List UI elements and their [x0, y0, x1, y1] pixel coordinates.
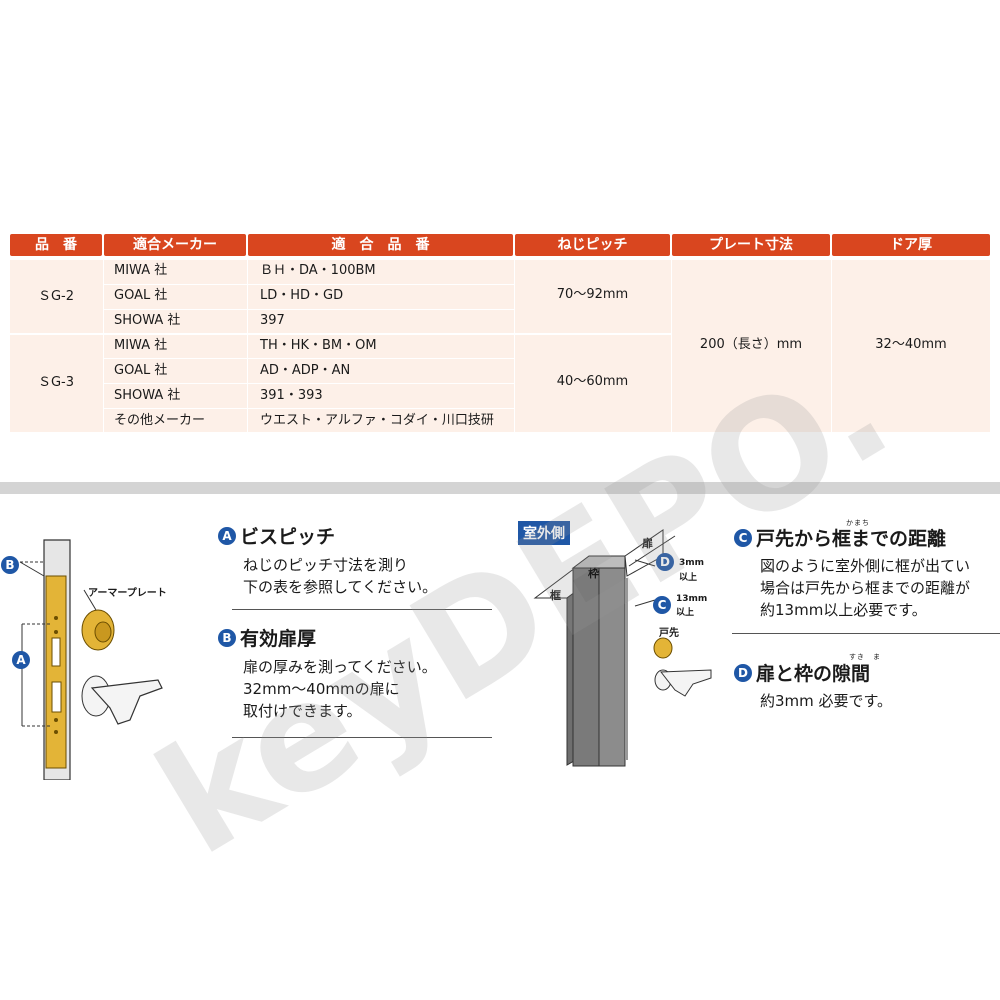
badge-b-icon: B — [218, 628, 236, 647]
badge-b-icon: B — [1, 556, 19, 574]
pitch-sg2: 70～92mm — [556, 287, 629, 302]
row-divider — [104, 383, 514, 384]
table-body — [10, 260, 990, 432]
divider-rule — [732, 633, 1000, 634]
badge-d-icon: D — [734, 663, 752, 682]
section-separator — [0, 482, 1000, 494]
door-label: 扉 — [642, 537, 653, 550]
header-door: ドア厚 — [832, 234, 990, 256]
plate-size: 200（長さ）mm — [699, 337, 803, 352]
row-divider — [104, 408, 514, 409]
section-a-body: ねじのピッチ寸法を測り 下の表を参照してください。 — [243, 556, 438, 596]
model-sg3: ＳG-3 — [37, 375, 75, 390]
maker-cell: MIWA 社 — [114, 338, 168, 353]
header-maker: 適合メーカー — [104, 234, 246, 256]
divider — [514, 260, 515, 432]
section-c-body: 図のように室外側に框が出てい 場合は戸先から框までの距離が 約13mm以上必要で… — [760, 557, 971, 619]
spec-table: 品 番 適合メーカー 適 合 品 番 ねじピッチ プレート寸法 ドア厚 ＳG-2… — [10, 234, 990, 432]
row-divider — [104, 358, 514, 359]
lock-diagram — [19, 539, 163, 780]
parts-cell: 391・393 — [260, 388, 323, 403]
maker-cell: MIWA 社 — [114, 263, 168, 278]
section-d-body: 約3mm 必要です。 — [760, 692, 893, 710]
divider-rule — [232, 609, 492, 610]
maker-cell: GOAL 社 — [114, 288, 168, 303]
header-plate: プレート寸法 — [672, 234, 830, 256]
row-divider — [104, 284, 514, 285]
row-divider — [104, 309, 514, 310]
parts-cell: 397 — [260, 313, 285, 328]
door-frame-diagram — [533, 529, 712, 767]
d-value: 3mm — [679, 558, 705, 568]
parts-cell: ウエスト・アルファ・コダイ・川口技研 — [260, 413, 494, 428]
badge-c-icon: C — [734, 528, 752, 547]
c-value: 13mm — [676, 594, 708, 604]
badge-a-icon: A — [218, 526, 236, 545]
frame-top-label: 枠 — [588, 567, 599, 580]
frame-side-label: 框 — [550, 589, 561, 602]
section-b-body: 扉の厚みを測ってください。 32mm～40mmの扉に 取付けできます。 — [243, 658, 437, 720]
header-pitch: ねじピッチ — [515, 234, 670, 256]
d-unit: 以上 — [679, 573, 698, 583]
badge-a-icon: A — [12, 651, 30, 669]
outside-tag: 室外側 — [518, 521, 570, 545]
ruby-kamachi: かまち — [846, 519, 870, 527]
badge-c-icon: C — [653, 596, 671, 614]
divider-rule — [232, 737, 492, 738]
divider — [103, 260, 104, 432]
ruby-sukima: すき ま — [849, 653, 881, 661]
group-divider — [10, 333, 671, 335]
parts-cell: ＢＨ・DA・100BM — [260, 263, 376, 278]
c-unit: 以上 — [676, 608, 695, 618]
header-parts: 適 合 品 番 — [248, 234, 513, 256]
maker-cell: SHOWA 社 — [114, 388, 181, 403]
maker-cell: SHOWA 社 — [114, 313, 181, 328]
model-sg2: ＳG-2 — [37, 289, 75, 304]
divider — [671, 260, 672, 432]
door-edge-label: 戸先 — [659, 628, 679, 639]
badge-d-icon: D — [656, 553, 674, 571]
maker-cell: その他メーカー — [114, 413, 206, 428]
header-model: 品 番 — [10, 234, 102, 256]
divider — [831, 260, 832, 432]
pitch-sg3: 40～60mm — [556, 374, 629, 389]
divider — [247, 260, 248, 432]
parts-cell: LD・HD・GD — [260, 288, 344, 303]
door-thickness: 32～40mm — [875, 337, 947, 352]
parts-cell: AD・ADP・AN — [260, 363, 351, 378]
armor-plate-label: アーマープレート — [88, 588, 167, 599]
maker-cell: GOAL 社 — [114, 363, 168, 378]
parts-cell: TH・HK・BM・OM — [260, 338, 377, 353]
